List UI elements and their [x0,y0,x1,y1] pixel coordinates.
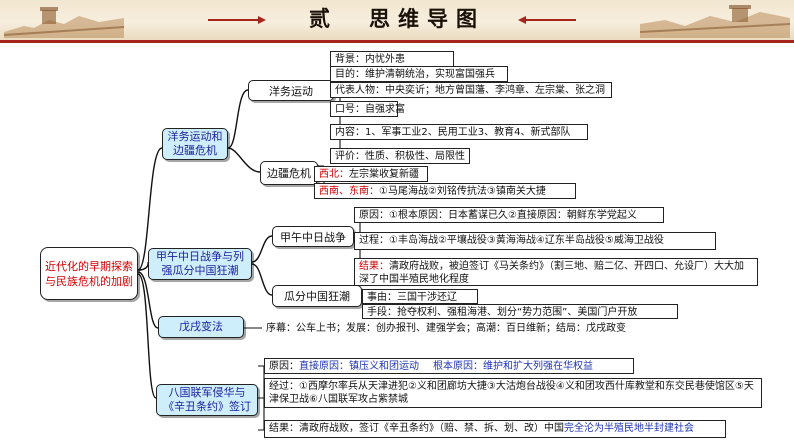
ornament-right-icon [518,16,576,24]
node-reform-detail: 序幕：公车上书；发展：创办报刊、建强学会；高潮：百日维新；结局：戊戌政变 [266,323,626,334]
branch-sino-japanese-war: 甲午中日战争与列强瓜分中国狂潮 [148,248,252,280]
root-topic: 近代化的早期探索与民族危机的加剧 [40,247,138,300]
node-slogan: 口号：自强求富 [330,101,405,117]
header-rule [0,40,794,43]
sub-westernization-movement: 洋务运动 [248,80,334,101]
connector-root-b3 [137,271,159,329]
node-evaluation: 评价：性质、积极性、局限性 [330,148,470,164]
node-alliance-cause: 原因：直接原因：镇压义和团运动根本原因：维护和扩大列强在华权益 [264,358,634,374]
ornament-left-icon [208,16,266,24]
node-partition-cause: 事由：三国干涉还辽 [362,289,478,304]
node-content: 内容：1、军事工业2、民用工业3、教育4、新式部队 [330,124,588,140]
great-wall-left-icon [4,7,124,38]
great-wall-right-icon [640,5,790,38]
node-war-process: 过程：①丰岛海战②平壤战役③黄海海战④辽东半岛战役⑤威海卫战役 [354,232,716,250]
connector-root-b4 [137,273,157,399]
node-war-result: 结果：清政府战败，被迫签订《马关条约》（割三地、赔二亿、开四口、允设厂）大大加深… [354,258,758,286]
sub-frontier-crisis: 边疆危机 [260,161,318,185]
connector-b1-sub1 [227,89,249,149]
node-alliance-result: 结果：清政府战败，签订《辛丑条约》（赔、禁、拆、划、改）中国完全沦为半殖民地半封… [264,420,726,438]
node-alliance-process: 经过：①西摩尔率兵从天津进犯②义和团廊坊大捷③大沽炮台战役④义和团攻西什库教堂和… [264,378,762,408]
node-southwest-southeast: 西南、东南：①马尾海战②刘铭传抗法③镇南关大捷 [314,183,576,199]
page-title: 贰 思维导图 [0,3,794,33]
title-text: 思维导图 [369,6,485,31]
connector-root-b1 [137,147,163,271]
branch-hundred-days-reform: 戊戌变法 [158,316,244,338]
node-northwest: 西北：左宗棠收复新疆 [314,166,428,182]
connector-b2-sub1 [251,235,273,263]
branch-westernization-frontier: 洋务运动和边疆危机 [162,128,228,160]
node-partition-means: 手段：抢夺权利、强租海港、划分“势力范围”、美国门户开放 [362,304,678,319]
branch-eight-nation-alliance: 八国联军侵华与《辛丑条约》签订 [156,384,258,416]
sub-first-sino-japanese-war: 甲午中日战争 [272,226,354,247]
connector-b1-sub2 [227,147,261,173]
sub-partition-frenzy: 瓜分中国狂潮 [272,285,362,307]
connector-b2-sub2 [251,263,273,296]
node-purpose: 目的：维护清朝统治，实现富国强兵 [330,66,508,82]
node-war-causes: 原因：①根本原因：日本蓄谋已久②直接原因：朝鲜东学党起义 [354,207,664,223]
title-number: 贰 [309,6,331,31]
node-background: 背景：内忧外患 [330,51,454,67]
node-representatives: 代表人物：中央奕䜣；地方曾国藩、李鸿章、左宗棠、张之洞 [330,82,612,98]
